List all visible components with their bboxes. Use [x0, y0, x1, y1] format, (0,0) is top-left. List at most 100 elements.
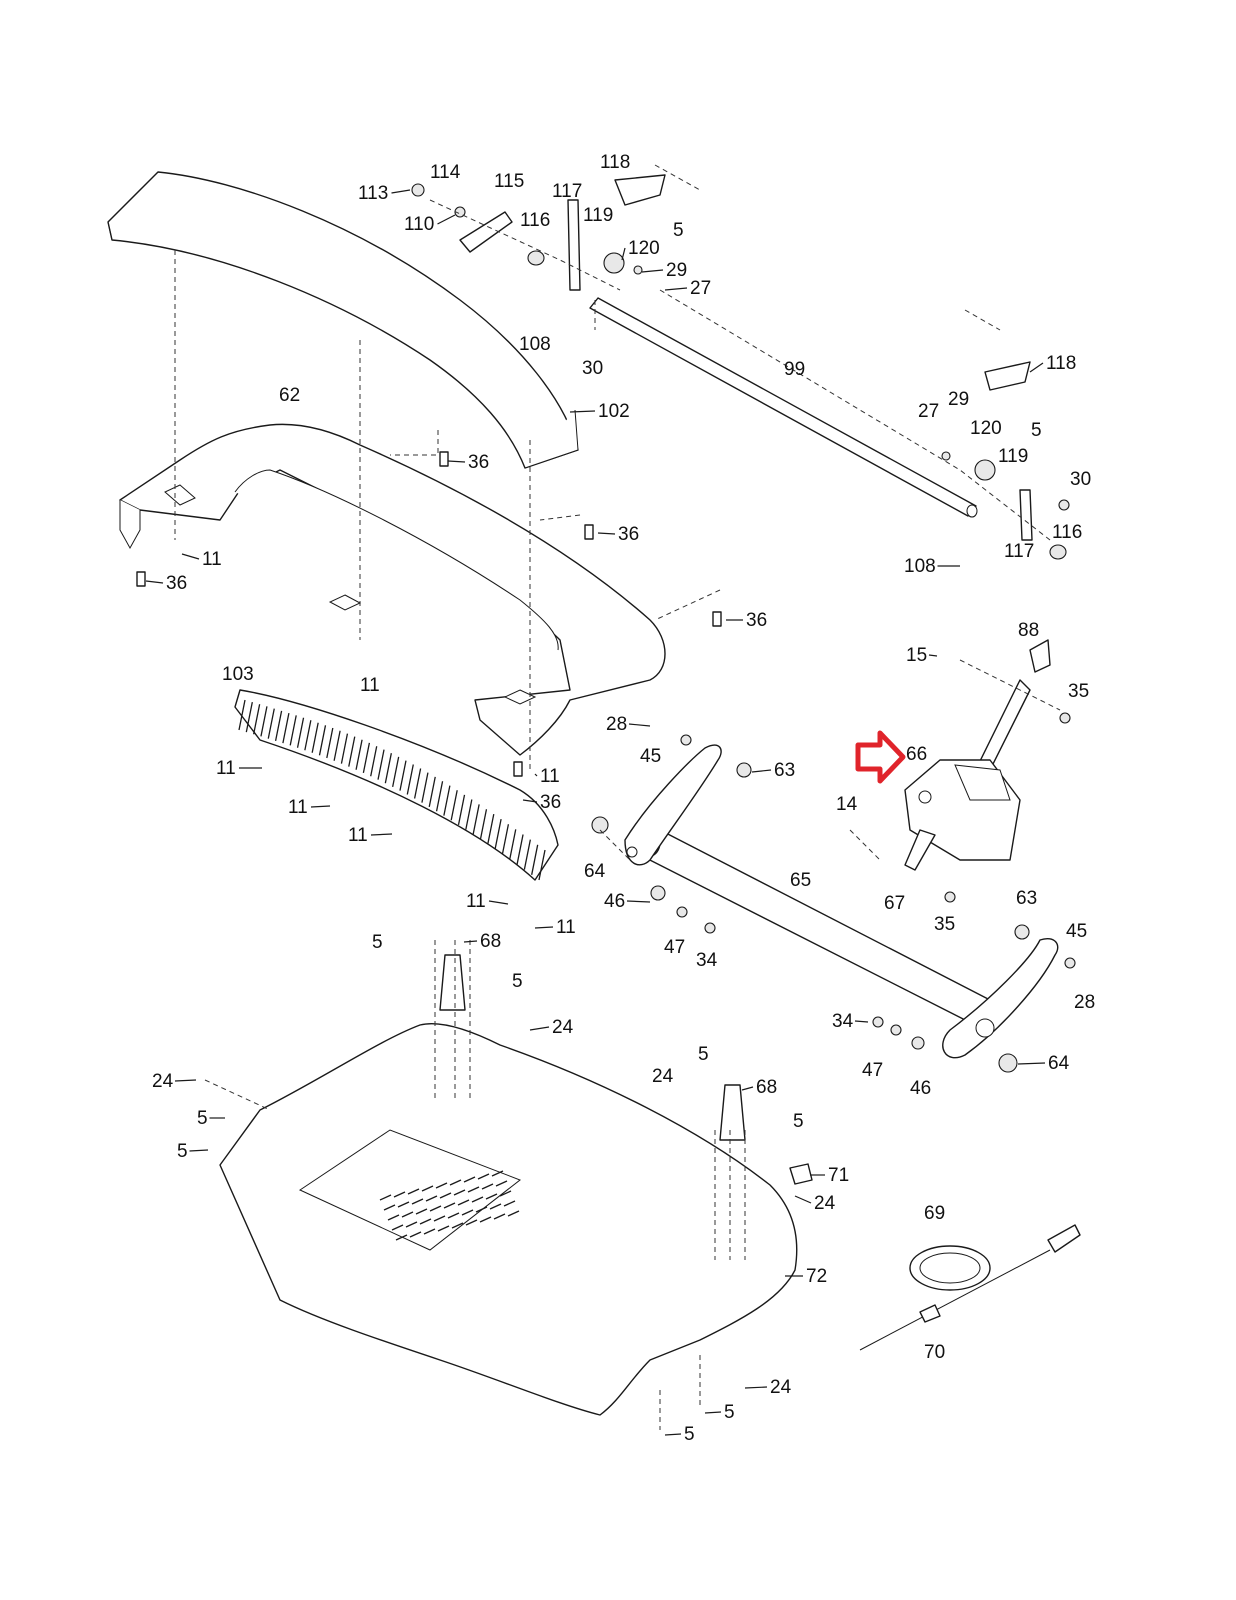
grille-slat [457, 794, 466, 825]
vent-slot [429, 1205, 442, 1212]
leader-line [1029, 362, 1044, 373]
grille-slat [238, 699, 246, 731]
grille-slat [443, 785, 451, 816]
part-label-64: 64 [1048, 1053, 1070, 1074]
grille-slat [406, 764, 414, 795]
alignment-lines [174, 164, 1061, 1430]
leader-line [145, 580, 164, 584]
grille-103 [234, 689, 559, 881]
leader-line [189, 1149, 209, 1152]
leader-line [463, 940, 478, 943]
leader-line [447, 460, 466, 463]
leader-line [370, 833, 393, 836]
grille-slat [348, 736, 356, 767]
leader-line [744, 1386, 768, 1389]
part-label-88: 88 [1018, 620, 1039, 641]
vent-slot [485, 1193, 498, 1200]
part-label-70: 70 [924, 1342, 945, 1363]
part-label-24: 24 [814, 1193, 836, 1214]
vent-slot [401, 1211, 414, 1218]
vent-slot [397, 1201, 410, 1208]
part-label-24: 24 [152, 1071, 174, 1092]
vent-slot [437, 1225, 450, 1232]
part-label-120: 120 [970, 418, 1002, 439]
part-label-119: 119 [998, 446, 1028, 467]
grille-slat [318, 725, 327, 756]
vent-slot [493, 1213, 506, 1220]
part-label-5: 5 [197, 1108, 208, 1129]
part-label-28: 28 [1074, 992, 1095, 1013]
vent-slot [491, 1170, 504, 1177]
hardware [136, 174, 1076, 1185]
grille-slat [384, 753, 392, 784]
part-label-24: 24 [552, 1017, 574, 1038]
part-label-36: 36 [618, 524, 639, 545]
leader-line [522, 799, 538, 803]
part-label-46: 46 [910, 1078, 931, 1099]
grille-slat [362, 742, 371, 774]
part-label-118: 118 [1046, 353, 1076, 374]
part-label-110: 110 [404, 214, 434, 235]
leader-line [621, 247, 626, 261]
grille-slat [370, 746, 378, 777]
part-label-11: 11 [288, 797, 308, 818]
vent-slot [447, 1212, 460, 1219]
leader-line [437, 214, 456, 225]
part-label-114: 114 [430, 162, 461, 183]
grille-slat [421, 772, 429, 803]
part-label-36: 36 [746, 610, 767, 631]
vent-slot [499, 1190, 512, 1197]
part-label-5: 5 [1031, 420, 1042, 441]
part-label-64: 64 [584, 861, 606, 882]
grille-slat [479, 809, 488, 840]
vent-slot [421, 1185, 434, 1192]
vent-slot [415, 1208, 428, 1215]
part-label-29: 29 [948, 389, 969, 410]
grille-slat [333, 730, 341, 761]
vent-slot [451, 1222, 464, 1229]
part-label-30: 30 [582, 358, 603, 379]
grille-slat [501, 824, 510, 855]
leader-line [569, 410, 596, 413]
vent-slot [387, 1214, 400, 1221]
vent-slot [471, 1196, 484, 1203]
vent-slot [461, 1209, 474, 1216]
part-label-65: 65 [790, 870, 811, 891]
vent-slot [393, 1191, 406, 1198]
part-label-35: 35 [934, 914, 955, 935]
part-label-15: 15 [906, 645, 927, 666]
highlight-arrow-icon [855, 730, 906, 784]
part-label-115: 115 [494, 171, 524, 192]
vent-slot [507, 1210, 520, 1217]
vent-slot [423, 1228, 436, 1235]
vent-slot [435, 1182, 448, 1189]
vent-slot [477, 1173, 490, 1180]
base-pan-72 [219, 1023, 798, 1416]
part-label-5: 5 [372, 932, 383, 953]
grille-slat [282, 712, 290, 744]
leader-line [664, 287, 688, 291]
part-label-11: 11 [360, 675, 380, 696]
part-label-5: 5 [673, 220, 684, 241]
grille-slat [516, 834, 524, 865]
vent-slot [383, 1204, 396, 1211]
leader-line [1017, 1062, 1046, 1065]
power-cord-69 [859, 1224, 1081, 1351]
grille-slat [260, 706, 268, 737]
part-label-36: 36 [540, 792, 561, 813]
part-label-67: 67 [884, 893, 905, 914]
part-label-24: 24 [770, 1377, 792, 1398]
vent-slot [449, 1179, 462, 1186]
motor-hood-62 [119, 423, 666, 756]
part-label-118: 118 [600, 152, 630, 173]
leader-line [664, 1433, 682, 1436]
grille-slat [435, 781, 444, 812]
leader-line [310, 805, 331, 808]
grille-slat [523, 839, 532, 870]
part-label-11: 11 [540, 766, 560, 787]
grille-slat [267, 708, 275, 739]
leader-line [534, 926, 554, 929]
part-label-28: 28 [606, 714, 627, 735]
